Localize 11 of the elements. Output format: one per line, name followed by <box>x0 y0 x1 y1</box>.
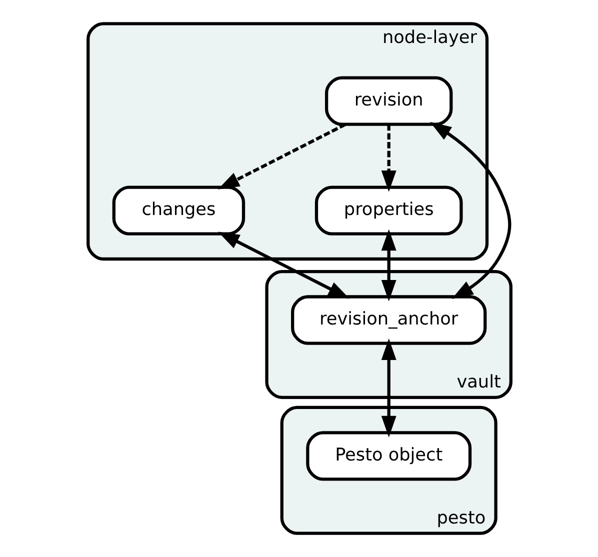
node-box: Pesto object <box>306 431 472 481</box>
node-box: revision <box>324 76 452 126</box>
arrow <box>218 232 350 299</box>
node-box: properties <box>314 186 462 236</box>
node-box: changes <box>112 186 245 236</box>
arrow <box>380 229 396 302</box>
arrow <box>429 122 511 299</box>
arrow <box>217 123 346 190</box>
arrow <box>380 124 396 192</box>
node-box: revision_anchor <box>290 295 486 345</box>
arrow <box>380 338 396 438</box>
